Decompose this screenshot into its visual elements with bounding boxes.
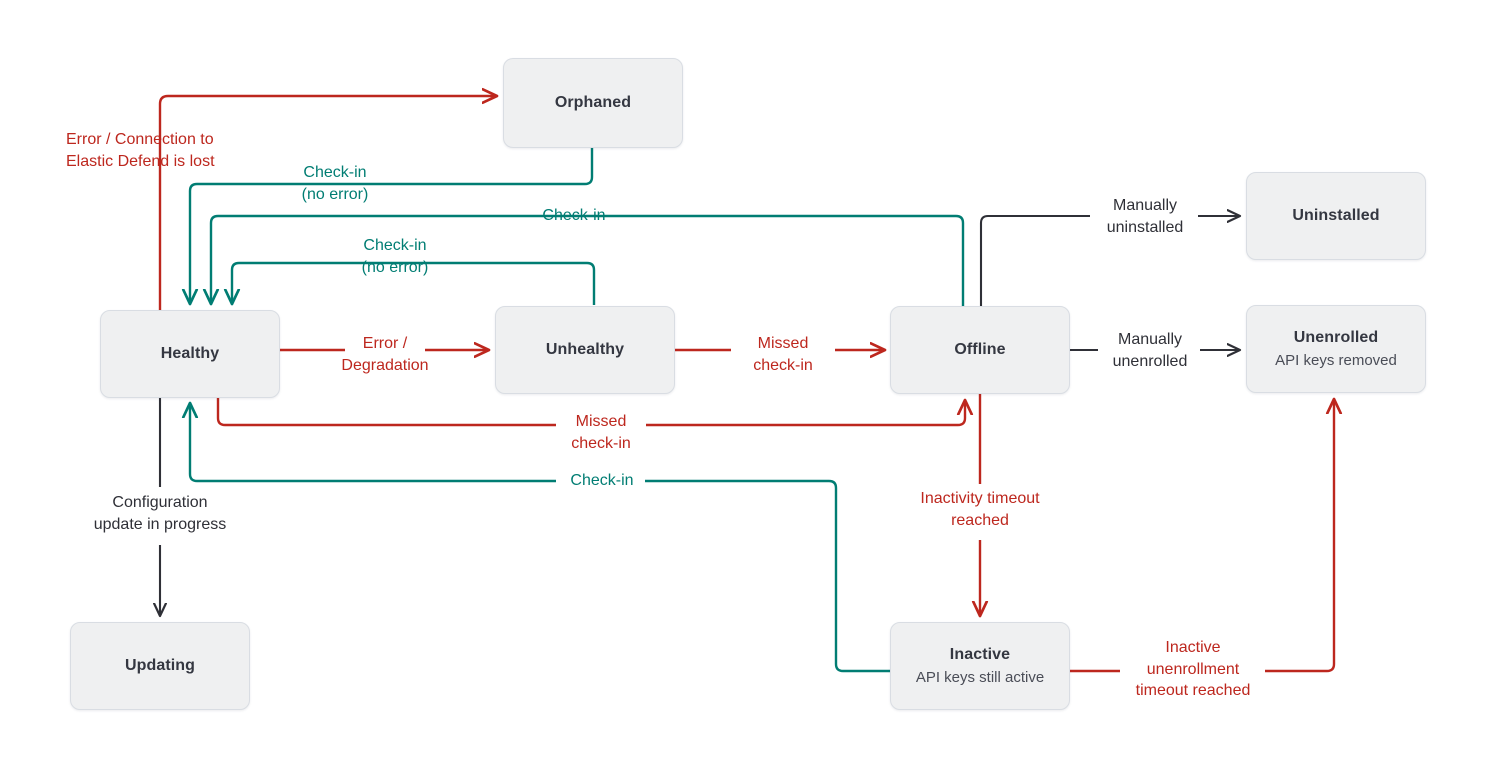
node-inactive-subtitle: API keys still active [915, 668, 1045, 686]
node-inactive-title: Inactive [949, 645, 1011, 663]
node-offline[interactable]: Offline [890, 306, 1070, 394]
edge-unhealthy-to-healthy [232, 261, 596, 305]
node-uninstalled[interactable]: Uninstalled [1246, 172, 1426, 260]
node-orphaned[interactable]: Orphaned [503, 58, 683, 148]
node-healthy-title: Healthy [160, 345, 220, 363]
edge-healthy-to-orphaned [158, 96, 497, 310]
edge-inactive-to-unenrolled [1068, 399, 1334, 673]
edge-offline-to-healthy [211, 214, 965, 306]
node-unenrolled[interactable]: Unenrolled API keys removed [1246, 305, 1426, 393]
node-updating[interactable]: Updating [70, 622, 250, 710]
node-offline-title: Offline [954, 341, 1006, 359]
node-orphaned-title: Orphaned [554, 94, 632, 112]
edge-healthy-to-offline [216, 397, 965, 427]
node-inactive[interactable]: Inactive API keys still active [890, 622, 1070, 710]
node-unhealthy[interactable]: Unhealthy [495, 306, 675, 394]
node-updating-title: Updating [124, 657, 196, 675]
node-unenrolled-title: Unenrolled [1293, 328, 1379, 346]
node-unenrolled-subtitle: API keys removed [1275, 351, 1397, 369]
node-healthy[interactable]: Healthy [100, 310, 280, 398]
edge-orphaned-to-healthy [190, 147, 594, 304]
node-unhealthy-title: Unhealthy [545, 341, 625, 359]
edge-offline-to-uninstalled [979, 216, 1240, 306]
node-uninstalled-title: Uninstalled [1292, 207, 1380, 225]
edge-inactive-to-healthy [190, 403, 890, 673]
